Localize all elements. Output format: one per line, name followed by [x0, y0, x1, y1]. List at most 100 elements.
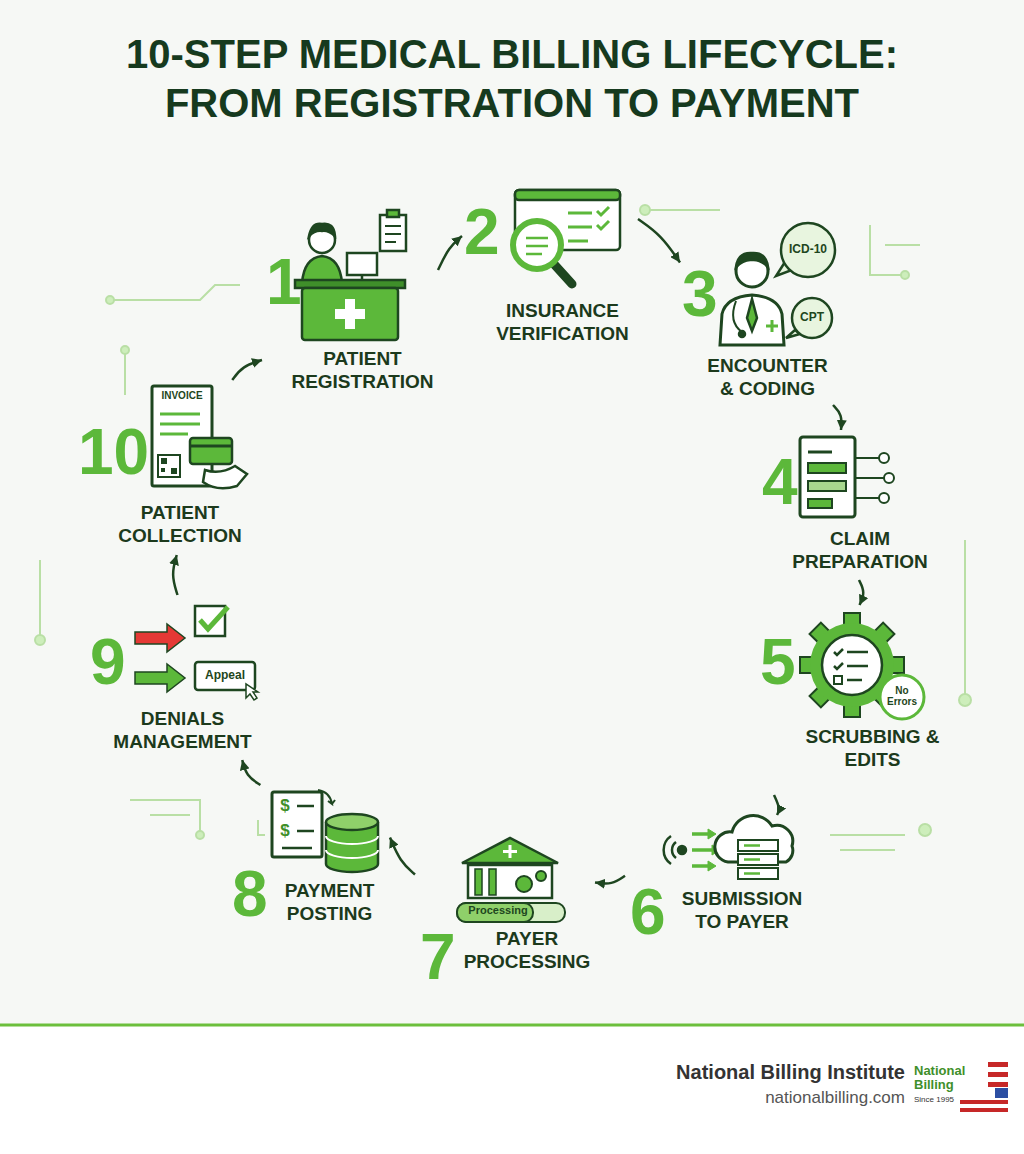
- submission-icon: [678, 846, 686, 854]
- processing-icon: [475, 869, 482, 895]
- verification-icon: [526, 238, 548, 254]
- claim-icon: [800, 437, 855, 517]
- footer-url: nationalbilling.com: [560, 1089, 905, 1107]
- circuit-decoration: [124, 350, 126, 395]
- logo-mark: [960, 1108, 1008, 1112]
- denials-icon: [135, 664, 185, 692]
- step-label: PATIENT REGISTRATION: [290, 348, 435, 394]
- verification-icon: [597, 207, 609, 229]
- registration-icon: [385, 226, 401, 242]
- step-number: 7: [420, 925, 456, 989]
- circuit-decoration: [870, 225, 905, 275]
- posting-icon: [318, 790, 335, 804]
- registration-icon: [309, 224, 335, 236]
- step-label: PATIENT COLLECTION: [105, 502, 255, 548]
- registration-icon: [295, 210, 406, 340]
- registration-icon: [335, 309, 365, 319]
- flow-arrow: [638, 219, 680, 263]
- claim-icon: [884, 473, 894, 483]
- circuit-decoration: [901, 271, 909, 279]
- collection-icon: [152, 386, 247, 488]
- step-label: SUBMISSION TO PAYER: [672, 888, 812, 934]
- posting-icon: [272, 792, 322, 857]
- verification-icon: [515, 190, 620, 200]
- coding-icon: [747, 299, 757, 331]
- step-number: 3: [682, 262, 718, 326]
- step-number: 9: [90, 630, 126, 694]
- circuit-decoration: [35, 205, 971, 850]
- coding-icon: [733, 301, 742, 332]
- step-number: 2: [464, 200, 500, 264]
- footer-name: National Billing Institute: [560, 1062, 905, 1083]
- step-number: 4: [762, 450, 798, 514]
- submission-icon: [744, 846, 760, 874]
- verification-icon: [568, 213, 592, 241]
- coding-icon: [720, 295, 784, 345]
- circuit-decoration: [130, 800, 200, 835]
- footer: [0, 1024, 1024, 1027]
- diagram-title: 10-STEP MEDICAL BILLING LIFECYCLE: FROM …: [92, 30, 932, 128]
- circuit-decoration: [830, 834, 905, 836]
- registration-icon: [387, 210, 399, 217]
- logo-mark: [988, 1072, 1008, 1077]
- logo-since: Since 1995: [914, 1096, 974, 1104]
- processing-icon: [516, 876, 532, 892]
- claim-icon: [808, 451, 832, 454]
- registration-icon: [302, 288, 398, 340]
- badge-text: No Errors: [882, 686, 922, 707]
- scrubbing-icon: [880, 675, 924, 719]
- collection-icon: [190, 445, 232, 448]
- collection-icon: [190, 438, 232, 464]
- button-text: Appeal: [197, 669, 253, 682]
- claim-icon: [808, 499, 832, 508]
- registration-icon: [380, 215, 406, 251]
- circuit-decoration: [150, 814, 190, 816]
- step-label: PAYER PROCESSING: [462, 928, 592, 974]
- circuit-decoration: [650, 209, 720, 211]
- processing-icon: [457, 903, 565, 922]
- flow-arrow: [859, 580, 863, 605]
- coding-icon: [792, 298, 832, 338]
- step-node: 4CLAIM PREPARATION: [760, 430, 940, 580]
- posting-icon: [326, 836, 378, 858]
- flow-arrow: [173, 555, 177, 595]
- code-bubble: CPT: [792, 311, 832, 324]
- circuit-decoration: [121, 346, 129, 354]
- flow-arrow: [438, 236, 462, 270]
- verification-icon: [553, 263, 572, 284]
- circuit-decoration: [840, 849, 895, 851]
- logo-mark: [988, 1082, 1008, 1087]
- step-number: 8: [232, 862, 268, 926]
- scrubbing-icon: [847, 652, 868, 666]
- claim-icon: [879, 493, 889, 503]
- circuit-decoration: [196, 831, 204, 839]
- step-label: CLAIM PREPARATION: [785, 528, 935, 574]
- processing-icon: [503, 845, 517, 858]
- circuit-decoration: [258, 820, 265, 835]
- circuit-decoration: [919, 824, 931, 836]
- flow-arrow: [833, 405, 841, 430]
- processing-icon: [468, 865, 552, 898]
- collection-icon: [171, 468, 177, 474]
- circuit-decoration: [39, 560, 41, 640]
- scrubbing-icon: [834, 676, 842, 684]
- scrubbing-icon: [822, 635, 882, 695]
- currency-sign: $: [276, 822, 294, 840]
- claim-icon: [808, 463, 846, 473]
- circuit-decoration: [106, 296, 114, 304]
- flow-arrow: [595, 876, 625, 884]
- currency-sign: $: [276, 797, 294, 815]
- circuit-decoration: [35, 635, 45, 645]
- scrubbing-icon: [847, 679, 862, 682]
- denials-icon: [135, 624, 185, 652]
- denials-icon: [135, 606, 258, 700]
- step-label: PAYMENT POSTING: [272, 880, 387, 926]
- logo-mark: [912, 1060, 1008, 1114]
- scrubbing-icon: [800, 613, 924, 719]
- circuit-decoration: [885, 244, 920, 246]
- step-node: 1PATIENT REGISTRATION: [262, 200, 438, 400]
- denials-icon: [246, 684, 258, 700]
